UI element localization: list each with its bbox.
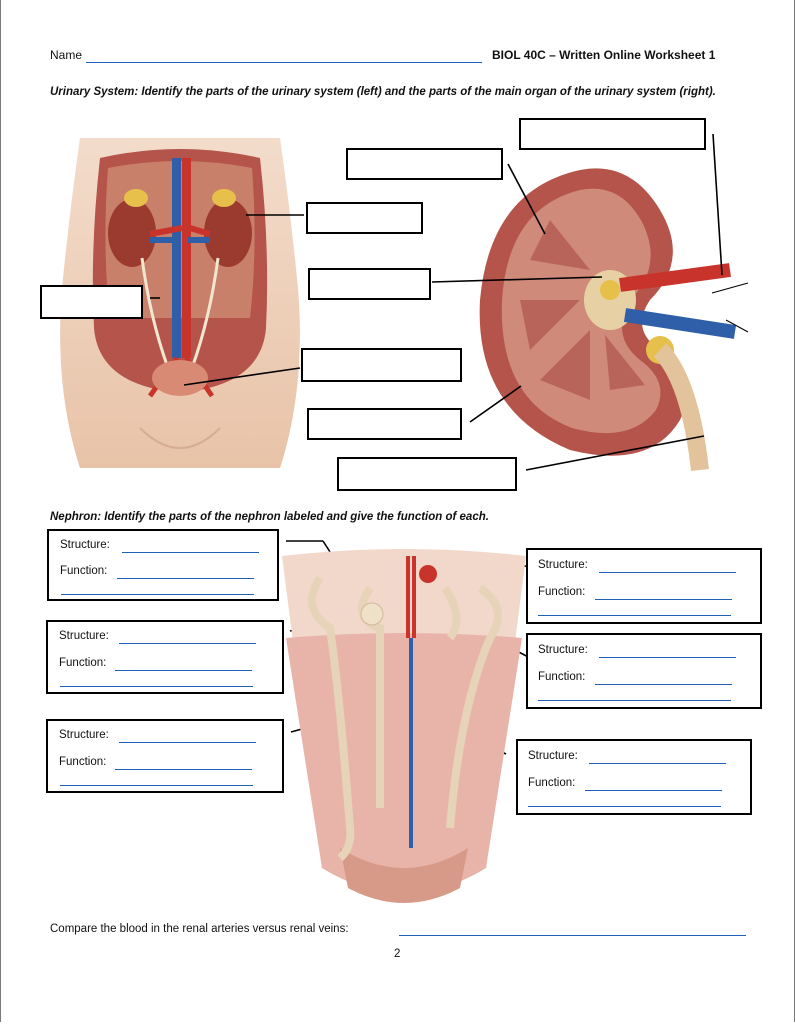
function-answer-line-2[interactable]	[60, 785, 253, 786]
structure-label: Structure:	[528, 750, 578, 762]
urinary-answer-box-6[interactable]	[301, 348, 462, 382]
name-label: Name	[50, 48, 83, 62]
structure-answer-line[interactable]	[599, 657, 736, 658]
structure-label: Structure:	[538, 644, 588, 656]
function-answer-line[interactable]	[585, 790, 722, 791]
urinary-answer-box-5[interactable]	[40, 285, 143, 319]
nephron-figure	[282, 549, 526, 903]
compare-answer-line[interactable]	[399, 935, 746, 936]
page-number: 2	[394, 948, 401, 960]
function-label: Function:	[59, 756, 107, 768]
nephron-box-4[interactable]: Structure: Function:	[526, 548, 762, 624]
nephron-box-2[interactable]: Structure: Function:	[46, 620, 284, 694]
urinary-answer-box-2[interactable]	[519, 118, 706, 150]
structure-answer-line[interactable]	[119, 643, 256, 644]
function-label: Function:	[528, 777, 576, 789]
name-answer-line[interactable]	[86, 62, 482, 63]
structure-label: Structure:	[59, 630, 109, 642]
function-label: Function:	[59, 657, 107, 669]
urinary-answer-box-3[interactable]	[306, 202, 423, 234]
function-answer-line[interactable]	[115, 670, 252, 671]
structure-answer-line[interactable]	[119, 742, 256, 743]
function-answer-line[interactable]	[117, 578, 254, 579]
nephron-instructions: Nephron: Identify the parts of the nephr…	[50, 511, 489, 523]
function-answer-line[interactable]	[595, 684, 732, 685]
structure-answer-line[interactable]	[122, 552, 259, 553]
function-answer-line[interactable]	[595, 599, 732, 600]
nephron-box-3[interactable]: Structure: Function:	[46, 719, 284, 793]
kidney-figure	[479, 168, 737, 471]
urinary-answer-box-8[interactable]	[337, 457, 517, 491]
function-label: Function:	[538, 586, 586, 598]
urinary-system-figure	[60, 138, 300, 468]
function-answer-line-2[interactable]	[60, 686, 253, 687]
function-label: Function:	[538, 671, 586, 683]
function-label: Function:	[60, 565, 108, 577]
structure-label: Structure:	[60, 539, 110, 551]
nephron-box-5[interactable]: Structure: Function:	[526, 633, 762, 709]
course-title: BIOL 40C – Written Online Worksheet 1	[492, 48, 716, 62]
nephron-box-6[interactable]: Structure: Function:	[516, 739, 752, 815]
function-answer-line-2[interactable]	[528, 806, 721, 807]
function-answer-line-2[interactable]	[538, 615, 731, 616]
nephron-box-1[interactable]: Structure: Function:	[47, 529, 279, 601]
urinary-answer-box-7[interactable]	[307, 408, 462, 440]
structure-answer-line[interactable]	[589, 763, 726, 764]
structure-label: Structure:	[538, 559, 588, 571]
structure-answer-line[interactable]	[599, 572, 736, 573]
structure-label: Structure:	[59, 729, 109, 741]
urinary-instructions: Urinary System: Identify the parts of th…	[50, 86, 716, 98]
function-answer-line-2[interactable]	[538, 700, 731, 701]
urinary-answer-box-4[interactable]	[308, 268, 431, 300]
urinary-answer-box-1[interactable]	[346, 148, 503, 180]
function-answer-line[interactable]	[115, 769, 252, 770]
compare-question: Compare the blood in the renal arteries …	[50, 923, 349, 935]
function-answer-line-2[interactable]	[61, 594, 254, 595]
